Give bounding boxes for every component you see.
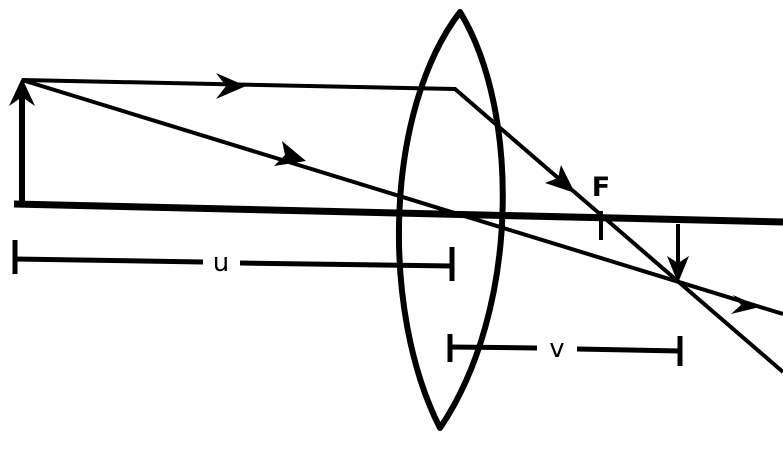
object-distance-label: u xyxy=(213,248,229,278)
parallel-ray-arrow xyxy=(216,73,246,99)
central-ray xyxy=(21,78,783,316)
v-dimension-line-left xyxy=(449,344,538,351)
convex-lens xyxy=(395,9,506,431)
central-ray-arrow-1 xyxy=(274,141,306,166)
focal-point-label: F xyxy=(592,172,610,203)
image-distance-label: v xyxy=(549,334,564,364)
refracted-ray-arrow xyxy=(545,165,575,193)
image-arrowhead xyxy=(667,256,689,283)
central-ray-arrow-2 xyxy=(731,295,760,314)
u-dimension-line-right xyxy=(239,260,453,269)
u-dimension-line-left xyxy=(14,256,204,265)
parallel-ray xyxy=(21,78,783,374)
object-arrowhead xyxy=(9,78,35,106)
v-dimension-line-right xyxy=(576,346,681,354)
